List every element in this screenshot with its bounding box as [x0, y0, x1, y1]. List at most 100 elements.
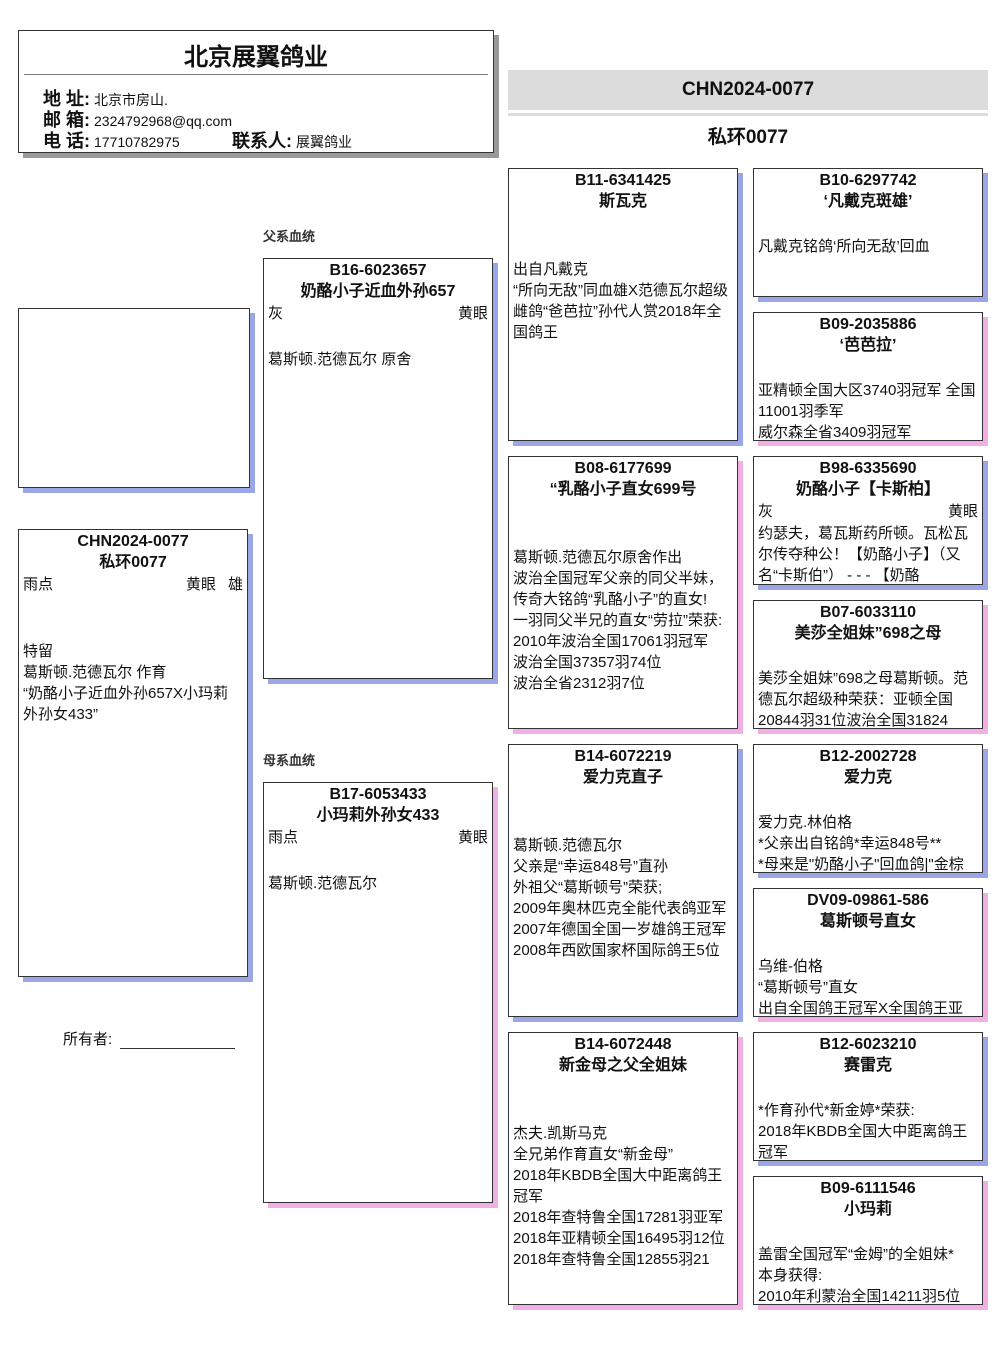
attributes-row: 灰 黄眼	[758, 501, 978, 522]
description-line: 2010年波治全国17061羽冠军	[513, 633, 709, 650]
contact-label: 联系人:	[232, 131, 292, 151]
breeder-header: 北京展翼鸽业 地 址:北京市房山. 邮 箱:2324792968@qq.com …	[18, 30, 494, 153]
contact-row: 联系人:展翼鸽业	[232, 127, 352, 153]
description-line: 波治全国37357羽74位	[513, 654, 662, 671]
description-line: 杰夫.凯斯马克	[513, 1125, 608, 1142]
owner-label: 所有者:	[63, 1031, 113, 1048]
eye-color: 黄眼	[947, 503, 978, 520]
description-line: *父亲出自铭鸽*幸运848号**	[758, 835, 942, 852]
description-line: 葛斯顿.范德瓦尔	[513, 837, 623, 854]
ring-number: B16-6023657	[329, 262, 427, 279]
description-line: “奶酪小子近血外孙657X小玛莉外孙女433”	[23, 685, 229, 723]
description: *作育孙代*新金婷*荣获: 2018年KBDB全国大中距离鸽王冠军	[758, 1100, 978, 1161]
description: 葛斯顿.范德瓦尔父亲是“幸运848号”直孙外祖父“葛斯顿号”荣获;2009年奥林…	[513, 835, 733, 961]
ring-number: DV09-09861-586	[807, 892, 929, 909]
description-line: 2018年KBDB全国大中距离鸽王冠军	[513, 1167, 723, 1205]
ring-number: B09-6111546	[820, 1180, 916, 1197]
eye-color: 黄眼	[185, 576, 216, 593]
description-line: 约瑟夫，葛瓦斯药所顿。瓦松瓦尔传夺种公！【奶酪小子】（又名“卡斯伯”） - - …	[758, 525, 969, 584]
description-line: 波治全省2312羽7位	[513, 675, 645, 692]
description-line: 2018年查特鲁全国12855羽21	[513, 1251, 710, 1268]
pigeon-name: 美莎全姐妹”698之母	[794, 625, 942, 642]
ring-number: B12-2002728	[819, 748, 917, 765]
description-line: 2018年亚精顿全国16495羽12位	[513, 1230, 725, 1247]
description: 亚精顿全国大区3740羽冠军 全国11001羽季军威尔森全省3409羽冠军	[758, 380, 978, 440]
pigeon-name: ‘凡戴克斑雄’	[823, 193, 913, 210]
pigeon-name: 小玛莉	[843, 1201, 892, 1218]
description-line: 爱力克.林伯格	[758, 814, 853, 831]
pigeon-name: ‘芭芭拉’	[839, 337, 897, 354]
pedigree-card-dd-sire: B12-6023210 赛雷克 *作育孙代*新金婷*荣获: 2018年KBDB全国大中…	[753, 1032, 983, 1161]
description: 葛斯顿.范德瓦尔原舍作出波治全国冠军父亲的同父半妹，传奇大铭鸽“乳酪小子”的直女…	[513, 547, 733, 694]
description-line: *作育孙代*新金婷*荣获:	[758, 1102, 915, 1119]
address-row: 地 址:北京市房山.	[43, 85, 168, 111]
pigeon-name: 奶酪小子近血外孙657	[300, 283, 456, 300]
description-line: *母来是"奶酪小子"回血鸽|"金棕	[758, 856, 964, 873]
description: 葛斯顿.范德瓦尔	[268, 873, 488, 894]
description: 特留葛斯顿.范德瓦尔 作育“奶酪小子近血外孙657X小玛莉外孙女433”	[23, 641, 243, 725]
description: 爱力克.林伯格 *父亲出自铭鸽*幸运848号** *母来是"奶酪小子"回血鸽|"金棕	[758, 812, 978, 873]
pedigree-card-ds-sire: B12-2002728 爱力克爱力克.林伯格 *父亲出自铭鸽*幸运848号** *母来…	[753, 744, 983, 873]
feather-color: 灰	[758, 503, 774, 520]
description-line: “葛斯顿号”直女	[758, 979, 858, 996]
eye-color: 黄眼	[457, 305, 488, 322]
description-line: 盖雷全国冠军“金姆”的全姐妹*	[758, 1246, 954, 1263]
eye-color: 黄眼	[457, 829, 488, 846]
pedigree-card-ss-dam: B09-2035886‘芭芭拉’亚精顿全国大区3740羽冠军 全国11001羽季…	[753, 312, 983, 441]
divider	[24, 74, 488, 75]
ring-number: B12-6023210	[819, 1036, 917, 1053]
phone-row: 电 话:17710782975	[43, 127, 180, 153]
divider	[508, 113, 988, 116]
owner-blank-line	[120, 1032, 236, 1049]
feather-color: 雨点	[268, 829, 299, 846]
email-row: 邮 箱:2324792968@qq.com	[43, 106, 232, 132]
description-line: 2007年德国全国一岁雄鸽王冠军	[513, 921, 727, 938]
attributes-row: 雨点 黄眼	[268, 827, 488, 848]
contact-value: 展翼鸽业	[296, 134, 352, 150]
description-line: 出自凡戴克	[513, 261, 589, 278]
pigeon-name: 私环0077	[99, 554, 167, 571]
address-value: 北京市房山.	[94, 92, 168, 108]
pigeon-name: “乳酪小子直女699号	[549, 481, 697, 498]
description-line: 特留	[23, 643, 54, 660]
description-line: 葛斯顿.范德瓦尔	[268, 875, 378, 892]
pigeon-name: 赛雷克	[843, 1057, 892, 1074]
description-line: 2009年奥林匹克全能代表鸽亚军	[513, 900, 727, 917]
email-label: 邮 箱:	[43, 110, 90, 130]
pedigree-card-ss-sire: B10-6297742‘凡戴克斑雄’凡戴克铭鸽‘所向无敌’回血	[753, 168, 983, 297]
description: 盖雷全国冠军“金姆”的全姐妹*本身获得:2010年利蒙治全国14211羽5位	[758, 1244, 978, 1304]
ring-number: B11-6341425	[574, 172, 672, 189]
sex: 雄	[227, 576, 243, 593]
description-line: 2018年KBDB全国大中距离鸽王冠军	[758, 1123, 968, 1161]
description-line: 波治全国冠军父亲的同父半妹，传奇大铭鸽“乳酪小子”的直女!	[513, 570, 724, 608]
attributes-row: 雨点黄眼雄	[23, 574, 243, 595]
pigeon-name-title: 私环0077	[707, 127, 789, 148]
ring-number: B14-6072448	[574, 1036, 672, 1053]
description-line: 出自全国鸽王冠军X全国鸽王亚	[758, 1000, 964, 1017]
pigeon-name: 爱力克	[843, 769, 892, 786]
pigeon-photo-frame	[18, 308, 250, 488]
ring-number: B07-6033110	[819, 604, 917, 621]
attributes-row: 灰黄眼	[268, 303, 488, 324]
sire-line-label: 父系血统	[263, 229, 316, 244]
description-line: 2018年查特鲁全国17281羽亚军	[513, 1209, 724, 1226]
description-line: 葛斯顿.范德瓦尔原舍作出	[513, 549, 683, 566]
pedigree-card-sire-dam: B08-6177699“乳酪小子直女699号葛斯顿.范德瓦尔原舍作出波治全国冠军…	[508, 456, 738, 729]
description-line: 2008年西欧国家杯国际鸽王5位	[513, 942, 720, 959]
description-line: 亚精顿全国大区3740羽冠军 全国11001羽季军	[758, 382, 976, 420]
address-label: 地 址:	[43, 89, 90, 109]
pigeon-name: 斯瓦克	[598, 193, 647, 210]
description: 乌维-伯格“葛斯顿号”直女出自全国鸽王冠军X全国鸽王亚	[758, 956, 978, 1017]
pigeon-name: 爱力克直子	[582, 769, 663, 786]
ring-number: B10-6297742	[819, 172, 917, 189]
